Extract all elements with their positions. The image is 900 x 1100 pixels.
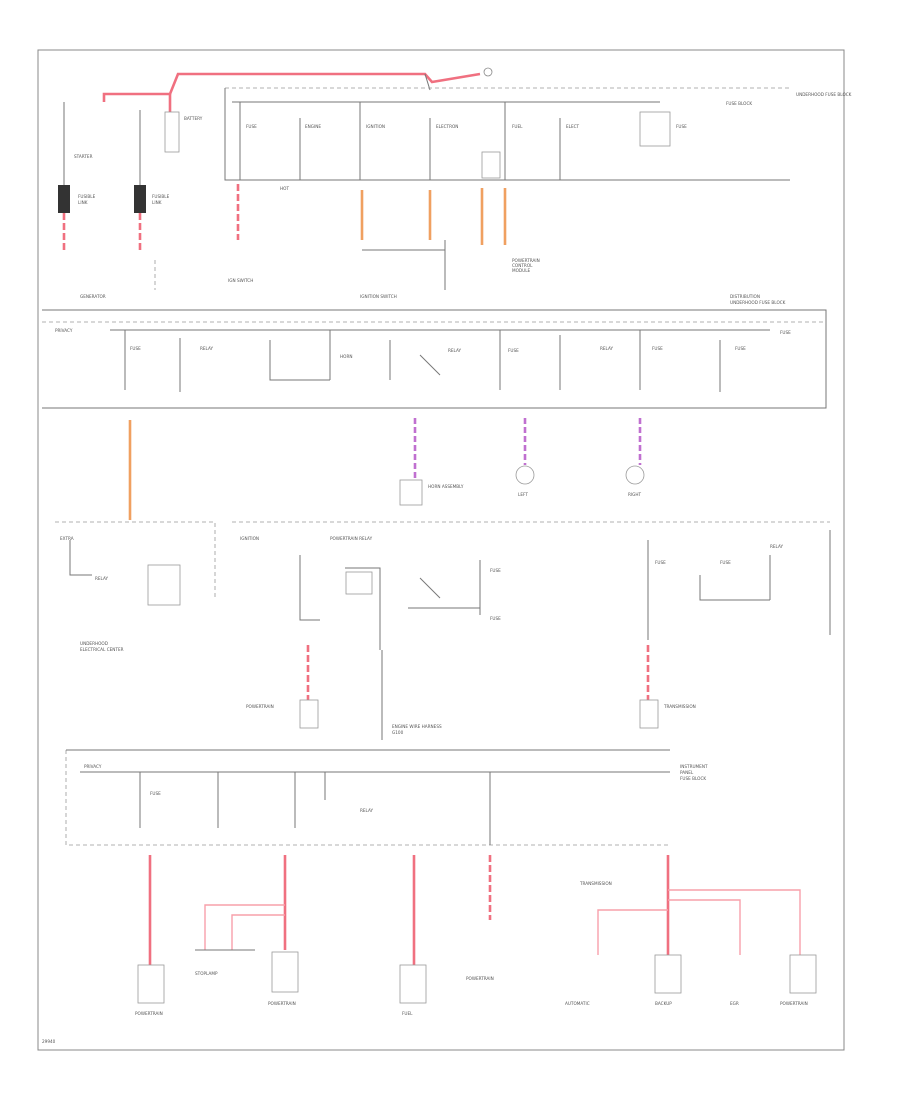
svg-text:FUSE: FUSE (490, 616, 501, 621)
lower-drop-wires: POWERTRAIN TRANSMISSION ENGINE WIRE HARN… (246, 645, 696, 740)
svg-text:DISTRIBUTION: DISTRIBUTION (730, 294, 760, 299)
bottom-component-2 (271, 951, 299, 993)
svg-text:FUSE: FUSE (780, 330, 791, 335)
diagram-frame (37, 49, 845, 1051)
bottom-component-3 (399, 964, 427, 1004)
page-reference: 29940 (42, 1039, 56, 1044)
svg-text:RELAY: RELAY (770, 544, 784, 549)
svg-text:IGNITION: IGNITION (240, 536, 259, 541)
svg-text:IGNITION SWITCH: IGNITION SWITCH (360, 294, 397, 299)
svg-text:FUSE: FUSE (150, 791, 161, 796)
svg-text:POWERTRAIN: POWERTRAIN (780, 1001, 808, 1006)
svg-text:PRIVACY: PRIVACY (84, 764, 102, 769)
svg-text:FUSE: FUSE (652, 346, 663, 351)
svg-text:LINK: LINK (78, 200, 88, 205)
svg-text:TRANSMISSION: TRANSMISSION (579, 881, 612, 886)
svg-text:ELECT: ELECT (566, 124, 580, 129)
generator-label: GENERATOR (80, 294, 106, 299)
svg-text:TRANSMISSION: TRANSMISSION (663, 704, 696, 709)
powertrain-relay-label: POWERTRAIN RELAY (330, 536, 373, 541)
powertrain-module-box (299, 699, 319, 729)
svg-text:ENGINE WIRE HARNESS: ENGINE WIRE HARNESS (392, 724, 442, 729)
horn-box (399, 479, 423, 506)
right-lamp (625, 465, 645, 485)
svg-text:POWERTRAIN: POWERTRAIN (135, 1011, 163, 1016)
bottom-component-4 (654, 954, 682, 994)
bottom-component-1 (137, 964, 165, 1004)
svg-text:EXTRA: EXTRA (60, 536, 74, 541)
svg-text:RELAY: RELAY (360, 808, 374, 813)
svg-text:POWERTRAIN: POWERTRAIN (466, 976, 494, 981)
svg-text:BACKUP: BACKUP (655, 1001, 672, 1006)
svg-text:FUEL: FUEL (512, 124, 523, 129)
svg-text:PANEL: PANEL (680, 770, 694, 775)
right-lamp-label: RIGHT (628, 492, 642, 497)
fusible-link-right (134, 185, 146, 213)
middle-drop-wires: HORN ASSEMBLY LEFT RIGHT (128, 418, 645, 520)
svg-text:FUSE: FUSE (246, 124, 257, 129)
svg-text:RELAY: RELAY (448, 348, 462, 353)
left-lamp-label: LEFT (518, 492, 528, 497)
svg-text:POWERTRAIN: POWERTRAIN (512, 258, 540, 263)
svg-text:IGN SWITCH: IGN SWITCH (228, 278, 253, 283)
horn-relay-label: HORN (340, 354, 353, 359)
svg-text:FUSE: FUSE (508, 348, 519, 353)
svg-text:HORN ASSEMBLY: HORN ASSEMBLY (428, 484, 464, 489)
svg-text:POWERTRAIN: POWERTRAIN (246, 704, 274, 709)
lower-relay-section: RELAY IGNITION POWERTRAIN RELAY FUSE FUS… (55, 521, 831, 652)
ground-label: G100 (392, 730, 404, 735)
bottom-component-5 (789, 954, 817, 994)
svg-text:CONTROL: CONTROL (512, 263, 533, 268)
left-lamp (515, 465, 535, 485)
svg-text:PRIVACY: PRIVACY (55, 328, 73, 333)
svg-text:FUSE: FUSE (676, 124, 687, 129)
svg-text:UNDERHOOD FUSE BLOCK: UNDERHOOD FUSE BLOCK (730, 300, 786, 305)
svg-text:FUSIBLE: FUSIBLE (78, 194, 96, 199)
svg-text:IGNITION: IGNITION (366, 124, 385, 129)
top-section: STARTER BATTERY FUSIBLE LINK FUSIBLE LIN… (58, 67, 852, 299)
svg-text:ELECTRON: ELECTRON (436, 124, 458, 129)
instrument-panel-fuse-section: PRIVACY FUSE RELAY INSTRUMENT PANEL FUSE… (65, 749, 708, 846)
svg-text:HOT: HOT (280, 186, 289, 191)
svg-text:FUSE: FUSE (655, 560, 666, 565)
svg-text:MODULE: MODULE (512, 268, 531, 273)
svg-text:POWERTRAIN: POWERTRAIN (268, 1001, 296, 1006)
svg-text:FUSE: FUSE (735, 346, 746, 351)
svg-text:ELECTRICAL CENTER: ELECTRICAL CENTER (80, 647, 124, 652)
svg-text:FUEL: FUEL (402, 1011, 413, 1016)
underhood-fuse-block-label: UNDERHOOD FUSE BLOCK (796, 92, 852, 97)
bottom-drop-wires: POWERTRAIN STOPLAMP POWERTRAIN FUEL POWE… (135, 855, 817, 1016)
battery-label: BATTERY (184, 116, 203, 121)
middle-relay-section: PRIVACY FUSE RELAY HORN RELAY FUSE RELAY… (42, 294, 827, 409)
svg-text:FUSIBLE: FUSIBLE (152, 194, 170, 199)
svg-text:FUSE BLOCK: FUSE BLOCK (680, 776, 706, 781)
svg-text:RELAY: RELAY (200, 346, 214, 351)
svg-text:FUSE: FUSE (720, 560, 731, 565)
svg-text:FUSE BLOCK: FUSE BLOCK (726, 101, 752, 106)
svg-text:ENGINE: ENGINE (305, 124, 321, 129)
svg-text:INSTRUMENT: INSTRUMENT (680, 764, 708, 769)
fusible-link-left (58, 185, 70, 213)
starter-label: STARTER (74, 154, 93, 159)
svg-text:AUTOMATIC: AUTOMATIC (565, 1001, 590, 1006)
svg-text:LINK: LINK (152, 200, 162, 205)
svg-text:RELAY: RELAY (600, 346, 614, 351)
battery-symbol (164, 111, 180, 153)
svg-text:FUSE: FUSE (130, 346, 141, 351)
svg-text:FUSE: FUSE (490, 568, 501, 573)
transmission-module-box (639, 699, 659, 729)
svg-text:STOPLAMP: STOPLAMP (195, 971, 218, 976)
svg-text:EGR: EGR (730, 1001, 739, 1006)
svg-text:RELAY: RELAY (95, 576, 109, 581)
svg-text:UNDERHOOD: UNDERHOOD (80, 641, 108, 646)
